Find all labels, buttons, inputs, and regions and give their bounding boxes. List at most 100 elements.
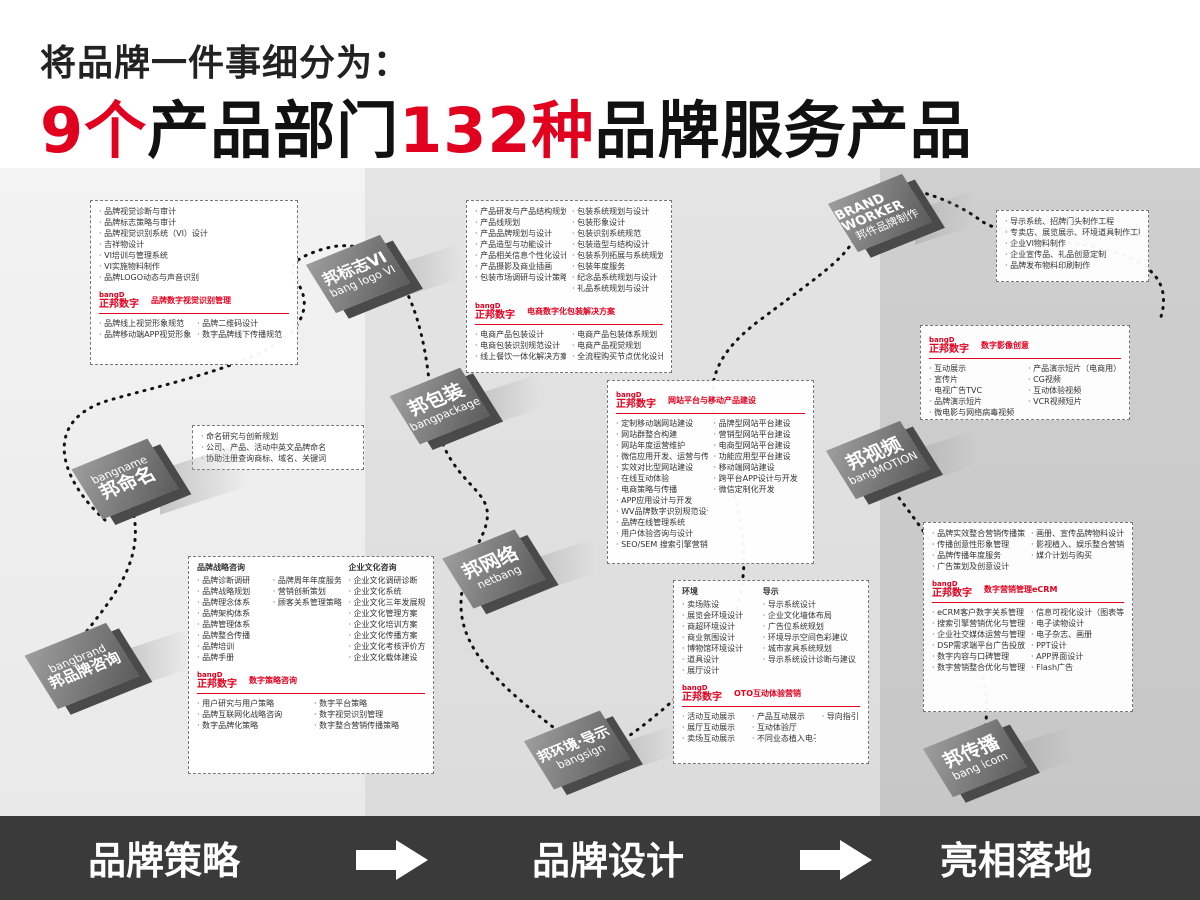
list-item: 产品造型与功能设计 (475, 239, 566, 250)
list-item: 不同业态植入电子终端 (752, 733, 816, 744)
list-item: 画册、宣传品牌物料设计制作 (1031, 528, 1124, 539)
list-item: VI培训与管理系统 (99, 250, 289, 261)
list-item: 数字品牌线下传播规范 (197, 329, 289, 340)
list-item: 商超环境设计 (682, 621, 757, 632)
list-item: SEO/SEM 搜索引擎营销 (616, 539, 707, 550)
list-item: 在线互动体验 (616, 473, 708, 484)
list-item: 博物馆环境设计 (682, 643, 757, 654)
list-item: 传播创意性形象管理 (932, 539, 1025, 550)
list-item: 包装系统规划与设计 (572, 206, 663, 217)
list-item: 城市家具系统规划 (763, 643, 860, 654)
list-item: 卖场陈设 (682, 599, 757, 610)
headline: 9个产品部门132种品牌服务产品 (40, 80, 973, 170)
list-item: 宣传片 (929, 374, 1022, 385)
list-item: DSP需求端平台广告投放管理 (932, 640, 1025, 651)
list-item: 企业宣传品、礼品创意定制 (1005, 249, 1140, 260)
list-item: 数字平台策略 (314, 698, 425, 709)
list-item: 企业社交媒体运营与管理 (932, 629, 1025, 640)
list-item: 营销创新策划 (273, 586, 343, 597)
right-arrow-icon (356, 840, 428, 880)
list-item: 协助注册查询商标、域名、关键词 (201, 453, 355, 464)
list-item: 信息可视化设计（图表等） (1031, 607, 1124, 618)
list-item: 礼品系统规划与设计 (572, 283, 663, 294)
list-item: 命名研究与创新规划 (201, 431, 355, 442)
list-item: 产品相关信息个性化设计 (475, 250, 566, 261)
list-item: 品牌架构体系 (197, 608, 267, 619)
headline-count-products: 132种 (399, 94, 595, 167)
list-item: 电子杂志、画册 (1031, 629, 1124, 640)
list-item: 顾客关系管理策略 (273, 597, 343, 608)
list-item: 跨平台APP设计与开发 (714, 473, 806, 484)
list-item: 媒介计划与购买 (1031, 550, 1124, 561)
list-item: 品牌整合传播 (197, 630, 267, 641)
list-item: 网站年度运营维护 (616, 440, 708, 451)
list-item: 产品品牌规划与设计 (475, 228, 566, 239)
list-item: 包装年度服务 (572, 261, 663, 272)
list-item: 企业VI物料制作 (1005, 238, 1140, 249)
list-item: 品牌手册 (197, 652, 267, 663)
list-item: 产品互动展示 (752, 711, 816, 722)
list-item: 吉祥物设计 (99, 239, 289, 250)
list-item: 线上餐饮一体化解决方案 (475, 351, 566, 362)
list-item: APP应用设计与开发 (616, 495, 708, 506)
list-item: 卖场互动展示 (682, 733, 746, 744)
section-heading: 品牌战略咨询 (197, 563, 245, 572)
list-item: 导示系统设计诊断与建议 (763, 654, 860, 665)
list-item: 数字内容与口碑管理 (932, 651, 1025, 662)
list-item: 品牌二维码设计 (197, 318, 289, 329)
unit-title: 数字营销管理eCRM (984, 584, 1058, 594)
list-item: 电商产品包装体系规划 (572, 329, 663, 340)
box-package: 产品研发与产品结构规划 产品线规划 产品品牌规划与设计 产品造型与功能设计 产品… (466, 200, 672, 373)
list-item: 环境导示空间色彩建议 (763, 632, 860, 643)
list-item: 品牌传播年度服务 (932, 550, 1025, 561)
list-item: 微信应用开发、运营与传播 (616, 451, 707, 462)
list-item: 包装识别系统规范 (572, 228, 663, 239)
list-item: 微电影与网络病毒视频 (929, 407, 1022, 418)
list-item: 包装造型与结构设计 (572, 239, 663, 250)
headline-count-departments: 9个 (40, 94, 148, 167)
unit-title: 电商数字化包装解决方案 (527, 306, 615, 316)
list-item: 品牌诊断调研 (197, 575, 267, 586)
list-item: 电商策略与传播 (616, 484, 708, 495)
list-item: 全流程购买节点优化设计 (572, 351, 663, 362)
stage-bar (0, 816, 1200, 900)
list-item: 广告策划及创意设计 (932, 561, 1025, 572)
list-item: 品牌管理体系 (197, 619, 267, 630)
box-environment: 环境 卖场陈设 展览会环境设计 商超环境设计 商业氛围设计 博物馆环境设计 道具… (673, 580, 869, 764)
headline-departments-text: 产品部门 (147, 94, 400, 167)
list-item: 数字整合营销传播策略 (314, 720, 425, 731)
list-item: 展厅设计 (682, 665, 757, 676)
unit-title: OTO互动体验营销 (734, 688, 802, 698)
stage-label-design: 品牌设计 (532, 839, 685, 883)
list-item: 品牌培训 (197, 641, 267, 652)
section-heading: 企业文化咨询 (348, 563, 397, 572)
unit-title: 品牌数字视觉识别管理 (151, 295, 231, 305)
list-item: 电视广告TVC (929, 385, 1022, 396)
list-item: 企业文化载体建设 (348, 652, 425, 663)
list-item: 品牌移动端APP视觉形象规范 (99, 329, 191, 340)
list-item: 展厅互动展示 (682, 722, 746, 733)
list-item: 纪念品系统规划与设计 (572, 272, 663, 283)
list-item: 移动端网站建设 (714, 462, 806, 473)
list-item: 展览会环境设计 (682, 610, 757, 621)
list-item: 导向指引 (822, 711, 860, 722)
unit-title: 数字影像创意 (981, 340, 1029, 350)
list-item: WV品牌数字识别规范设计 (616, 506, 707, 517)
list-item: 功能应用型平台建设 (714, 451, 806, 462)
list-item: 企业文化系统 (348, 586, 425, 597)
list-item: 品牌互联网化战略咨询 (197, 709, 308, 720)
list-item: 企业文化三年发展规划 (348, 597, 425, 608)
list-item: 品牌在线管理系统 (616, 517, 708, 528)
stage-label-strategy: 品牌策略 (88, 839, 241, 883)
list-item: 电商产品包装设计 (475, 329, 566, 340)
section-heading: 导示 (762, 587, 779, 596)
box-brand-worker: 导示系统、招牌门头制作工程 专卖店、展览展示、环境道具制作工程 企业VI物料制作… (996, 210, 1149, 282)
list-item: 电商包装识别规范设计 (475, 340, 566, 351)
list-item: 企业文化调研诊断 (348, 575, 425, 586)
